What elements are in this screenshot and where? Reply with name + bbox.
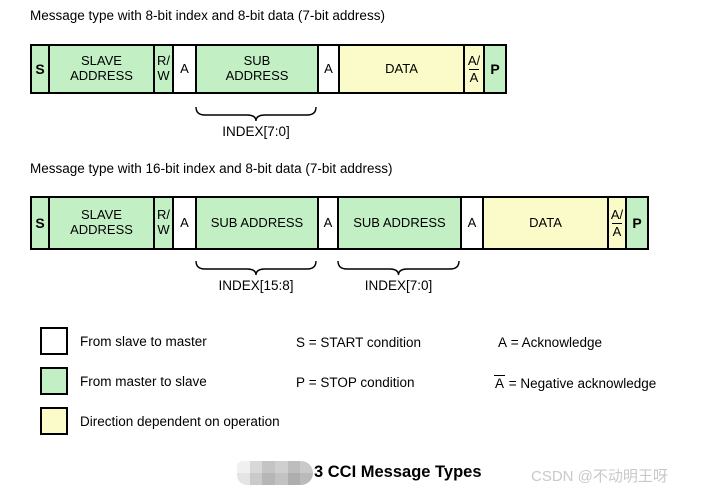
field-rw: R/ W [155,46,174,92]
field-ack: A [174,198,197,248]
legend-swatch-slave-to-master [40,327,68,355]
field-ack: A [174,46,197,92]
legend-swatch-master-to-slave [40,367,68,395]
field-data: DATA [484,198,609,248]
field-start: S [32,198,50,248]
csdn-watermark: CSDN @不动明王呀 [531,468,668,485]
underbrace-index-7-0 [195,106,317,122]
diagram2-title: Message type with 16-bit index and 8-bit… [30,161,393,176]
index-7-0-label: INDEX[7:0] [222,124,290,139]
field-slave-address: SLAVE ADDRESS [50,198,155,248]
underbrace-index-15-8 [195,260,317,276]
field-rw: R/ W [155,198,174,248]
field-slave-address: SLAVE ADDRESS [50,46,155,92]
definition-nack: A = Negative acknowledge [494,375,657,391]
field-ack-nack: A/A [465,46,485,92]
legend-label-master-to-slave: From master to slave [80,374,207,389]
diagram1-bit-row: S SLAVE ADDRESS R/ W A SUB ADDRESS A DAT… [30,44,507,94]
field-ack: A [319,198,339,248]
diagram2-bit-row: S SLAVE ADDRESS R/ W A SUB ADDRESS A SUB… [30,196,649,250]
definition-ack: A = Acknowledge [498,335,602,350]
legend-label-slave-to-master: From slave to master [80,334,207,349]
index-7-0-label: INDEX[7:0] [364,278,433,293]
field-stop: P [627,198,647,248]
legend-label-direction-dependent: Direction dependent on operation [80,414,280,429]
diagram1-title: Message type with 8-bit index and 8-bit … [30,8,385,23]
underbrace-index-7-0 [337,260,460,276]
redacted-blur [237,461,313,485]
definition-stop: P = STOP condition [296,375,415,390]
field-stop: P [485,46,505,92]
field-sub-address: SUB ADDRESS [197,46,319,92]
field-ack-nack: A/A [609,198,627,248]
field-start: S [32,46,50,92]
field-data: DATA [340,46,465,92]
definition-start: S = START condition [296,335,421,350]
index-15-8-label: INDEX[15:8] [218,278,294,293]
field-ack: A [462,198,484,248]
field-sub-address-high: SUB ADDRESS [197,198,319,248]
legend-swatch-direction-dependent [40,407,68,435]
figure-caption: 3 CCI Message Types [314,463,482,481]
field-sub-address-low: SUB ADDRESS [339,198,462,248]
field-ack: A [319,46,340,92]
